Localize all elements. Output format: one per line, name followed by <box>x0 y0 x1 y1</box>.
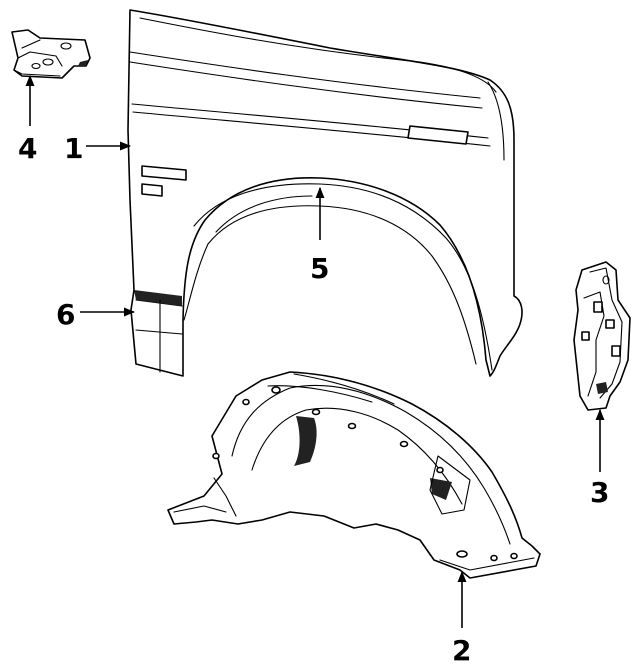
callout-1: 1 <box>64 132 83 165</box>
callout-2: 2 <box>452 634 471 667</box>
callout-6: 6 <box>56 298 75 331</box>
part-2-liner <box>167 371 541 579</box>
part-1-fender <box>127 9 523 377</box>
callout-5: 5 <box>310 252 329 285</box>
callout-3: 3 <box>590 476 609 509</box>
callout-4: 4 <box>18 132 37 165</box>
part-3-bracket <box>573 261 631 411</box>
part-4-bracket <box>11 29 91 79</box>
